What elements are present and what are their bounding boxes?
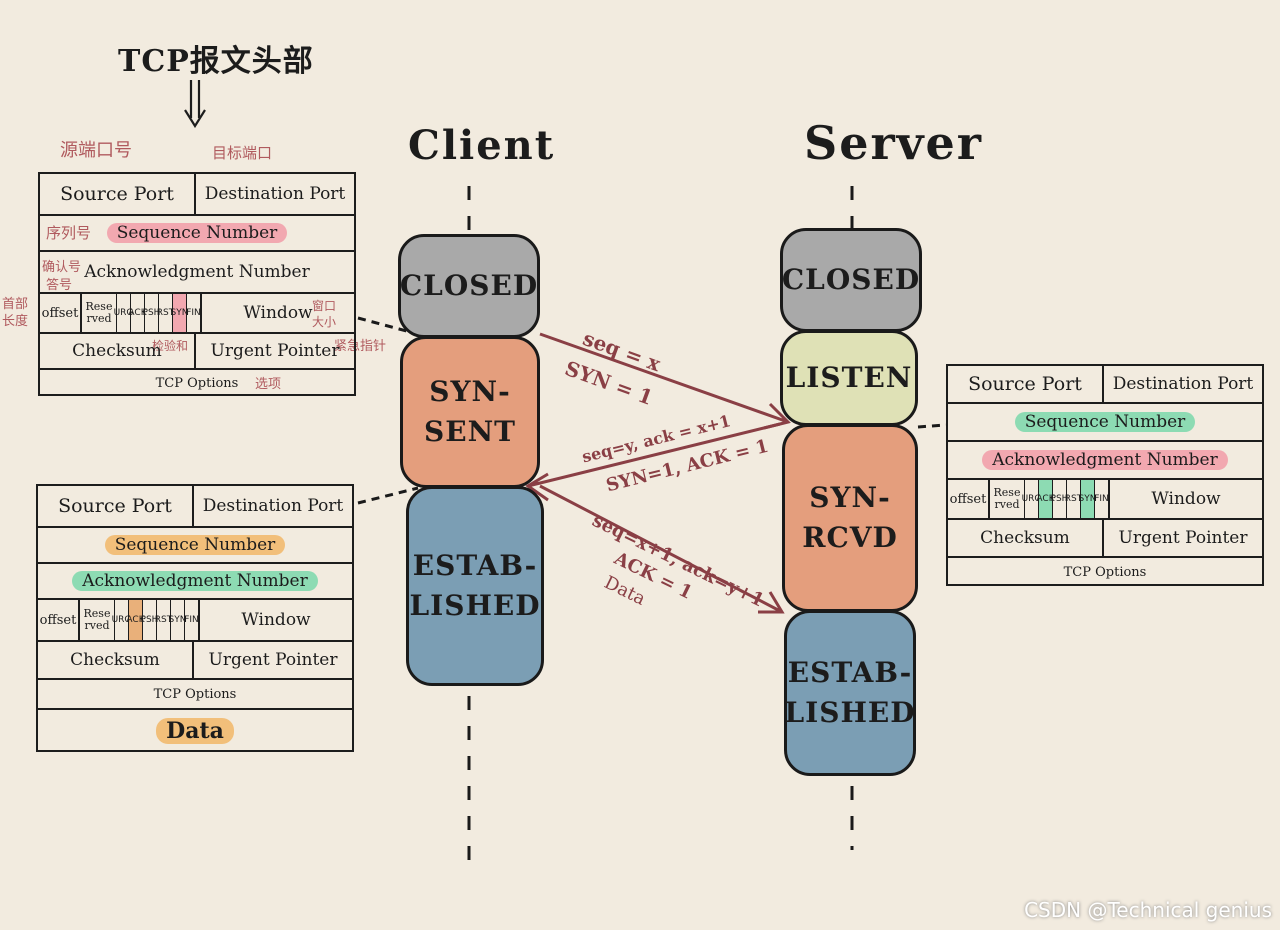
flag-rst: RST: [155, 600, 172, 640]
urgent-pointer-cell: Urgent Pointer: [1102, 520, 1262, 556]
flag-syn: SYN: [169, 600, 186, 640]
watermark: CSDN @Technical genius: [1024, 898, 1272, 922]
flag-ack: ACK: [126, 600, 145, 640]
ack-number-label: Acknowledgment Number: [72, 571, 318, 591]
data-row: Data: [38, 710, 352, 752]
data-label: Data: [156, 718, 234, 744]
seq-row: Sequence Number: [40, 216, 354, 252]
port-row: Source Port Destination Port: [40, 174, 354, 216]
annotation-ack-2: 答号: [46, 278, 73, 293]
checksum-cell: Checksum: [72, 341, 162, 361]
annotation-source-port: 源端口号: [60, 140, 132, 161]
options-cell: TCP Options: [155, 375, 239, 391]
client-state-closed: CLOSED: [398, 234, 540, 338]
server-state-syn-rcvd: SYN-RCVD: [782, 424, 918, 612]
seq-row: Sequence Number: [948, 404, 1262, 442]
client-title: Client: [408, 122, 556, 169]
server-state-established: ESTAB-LISHED: [784, 610, 916, 776]
tcp-header-table-template: Source Port Destination Port Sequence Nu…: [38, 172, 356, 396]
sequence-number-label: Sequence Number: [1014, 412, 1196, 432]
flag-urg: URG: [114, 294, 133, 332]
connector-syn-header: [357, 316, 415, 335]
connector-synack-header: [917, 423, 947, 429]
ack-row: Acknowledgment Number: [40, 252, 354, 294]
options-row: TCP Options: [948, 558, 1262, 586]
source-port-cell: Source Port: [968, 373, 1082, 395]
reserved-cell: Rese rved: [80, 294, 116, 332]
flag-syn: SYN: [1079, 480, 1096, 518]
window-cell: Window: [1108, 480, 1262, 518]
annotation-seq: 序列号: [46, 224, 92, 242]
port-row: Source Port Destination Port: [948, 366, 1262, 404]
annotation-options: 选项: [255, 377, 282, 392]
annotation-window: 窗口大小: [312, 299, 337, 329]
arrow-syn-ack: [525, 422, 781, 502]
arrow-ack: [539, 484, 785, 614]
annotation-header-length: 首部长度: [2, 297, 29, 329]
ack-number-label: Acknowledgment Number: [84, 262, 310, 282]
port-row: Source Port Destination Port: [38, 486, 352, 528]
checksum-cell: Checksum: [980, 528, 1070, 548]
flag-urg: URG: [1022, 480, 1041, 518]
checksum-row: Checksum Urgent Pointer: [40, 334, 354, 370]
client-state-syn-sent: SYN-SENT: [400, 336, 540, 488]
urgent-pointer-cell: Urgent Pointer: [192, 642, 352, 678]
seq-row: Sequence Number: [38, 528, 352, 564]
down-arrow-icon: [184, 80, 206, 128]
checksum-row: Checksum Urgent Pointer: [38, 642, 352, 680]
offset-cell: offset: [39, 612, 77, 628]
annotation-checksum: 检验和: [152, 339, 189, 353]
annotation-urgent: 紧急指针: [334, 339, 387, 354]
flags-row: offset Rese rved URG ACK PSH RST SYN FIN…: [948, 480, 1262, 520]
annotation-ack: 确认号: [42, 260, 82, 275]
sequence-number-label: Sequence Number: [104, 535, 286, 555]
flag-ack: ACK: [128, 294, 147, 332]
source-port-cell: Source Port: [60, 183, 174, 205]
offset-cell: offset: [949, 491, 987, 507]
flag-fin: FIN: [186, 294, 201, 332]
annotation-dest-port: 目标端口: [212, 144, 273, 162]
connector-ack-header: [357, 486, 419, 505]
flag-ack: ACK: [1036, 480, 1055, 518]
checksum-cell: Checksum: [70, 650, 160, 670]
diagram-title: TCP报文头部: [118, 44, 314, 79]
flag-rst: RST: [1065, 480, 1082, 518]
destination-port-cell: Destination Port: [1102, 366, 1262, 402]
sequence-number-label: Sequence Number: [106, 223, 288, 243]
tcp-header-table-ack-data: Source Port Destination Port Sequence Nu…: [36, 484, 354, 752]
flags-row: offset Rese rved URG ACK PSH RST SYN FIN…: [38, 600, 352, 642]
flag-urg: URG: [112, 600, 131, 640]
options-row: TCP Options: [38, 680, 352, 710]
flag-psh: PSH: [141, 600, 158, 640]
server-title: Server: [804, 116, 983, 170]
reserved-cell: Rese rved: [988, 480, 1024, 518]
server-state-listen: LISTEN: [780, 330, 918, 426]
server-state-closed: CLOSED: [780, 228, 922, 332]
ack-row: Acknowledgment Number: [38, 564, 352, 600]
ack-row: Acknowledgment Number: [948, 442, 1262, 480]
flag-psh: PSH: [1051, 480, 1068, 518]
flag-fin: FIN: [184, 600, 199, 640]
flag-rst: RST: [157, 294, 174, 332]
window-cell: Window: [198, 600, 352, 640]
checksum-row: Checksum Urgent Pointer: [948, 520, 1262, 558]
client-state-established: ESTAB-LISHED: [406, 486, 544, 686]
reserved-cell: Rese rved: [78, 600, 114, 640]
offset-cell: offset: [41, 305, 79, 321]
source-port-cell: Source Port: [58, 495, 172, 517]
options-row: TCP Options: [40, 370, 354, 396]
flag-psh: PSH: [143, 294, 160, 332]
urgent-pointer-cell: Urgent Pointer: [194, 334, 354, 368]
destination-port-cell: Destination Port: [192, 486, 352, 526]
options-cell: TCP Options: [153, 686, 237, 702]
flag-syn: SYN: [171, 294, 188, 332]
options-cell: TCP Options: [1063, 564, 1147, 580]
window-cell: Window: [200, 294, 354, 332]
ack-number-label: Acknowledgment Number: [982, 450, 1228, 470]
tcp-header-table-syn-ack: Source Port Destination Port Sequence Nu…: [946, 364, 1264, 586]
flags-row: offset Rese rved URG ACK PSH RST SYN FIN…: [40, 294, 354, 334]
destination-port-cell: Destination Port: [194, 174, 354, 214]
flag-fin: FIN: [1094, 480, 1109, 518]
